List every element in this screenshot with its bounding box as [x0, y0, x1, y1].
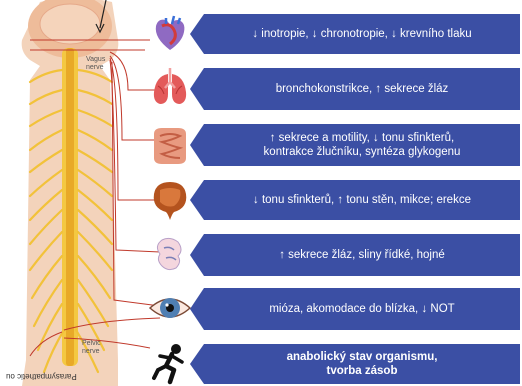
effect-metabolism-line1: anabolický stav organismu, — [287, 350, 438, 364]
effect-heart-text: ↓ inotropie, ↓ chronotropie, ↓ krevního … — [252, 27, 471, 41]
effect-eye: mióza, akomodace do blízka, ↓ NOT — [190, 288, 520, 330]
glands-icon — [148, 232, 192, 276]
effect-heart: ↓ inotropie, ↓ chronotropie, ↓ krevního … — [190, 14, 520, 54]
runner-icon — [148, 342, 192, 386]
effect-intestines: ↑ sekrece a motility, ↓ tonu sfinkterů, … — [190, 124, 520, 166]
vagus-label-line1: Vagus — [86, 56, 105, 64]
eye-icon — [148, 286, 192, 330]
parasympathetic-label: Parasympathetic ou — [6, 372, 77, 381]
pelvic-label-line1: Pelvic — [82, 340, 101, 348]
vagus-label-line2: nerve — [86, 64, 105, 72]
lungs-icon — [148, 66, 192, 110]
vagus-nerve-label: Vagus nerve — [86, 56, 105, 72]
effect-glands-text: ↑ sekrece žláz, sliny řídké, hojné — [279, 248, 445, 262]
effect-metabolism-line2: tvorba zásob — [287, 364, 438, 378]
effect-intestines-line2: kontrakce žlučníku, syntéza glykogenu — [264, 145, 461, 159]
effect-bladder: ↓ tonu sfinkterů, ↑ tonu stěn, mikce; er… — [190, 180, 520, 220]
effect-lungs-text: bronchokonstrikce, ↑ sekrece žláz — [276, 82, 449, 96]
effect-metabolism: anabolický stav organismu, tvorba zásob — [190, 344, 520, 384]
effect-eye-text: mióza, akomodace do blízka, ↓ NOT — [269, 302, 454, 316]
effect-intestines-line1: ↑ sekrece a motility, ↓ tonu sfinkterů, — [264, 131, 461, 145]
pelvic-nerve-label: Pelvic nerve — [82, 340, 101, 356]
effect-bladder-text: ↓ tonu sfinkterů, ↑ tonu stěn, mikce; er… — [253, 193, 471, 207]
intestines-icon — [148, 124, 192, 168]
effect-glands: ↑ sekrece žláz, sliny řídké, hojné — [190, 234, 520, 276]
heart-icon — [148, 12, 192, 56]
pelvic-label-line2: nerve — [82, 348, 101, 356]
bladder-icon — [148, 178, 192, 222]
effect-lungs: bronchokonstrikce, ↑ sekrece žláz — [190, 68, 520, 110]
